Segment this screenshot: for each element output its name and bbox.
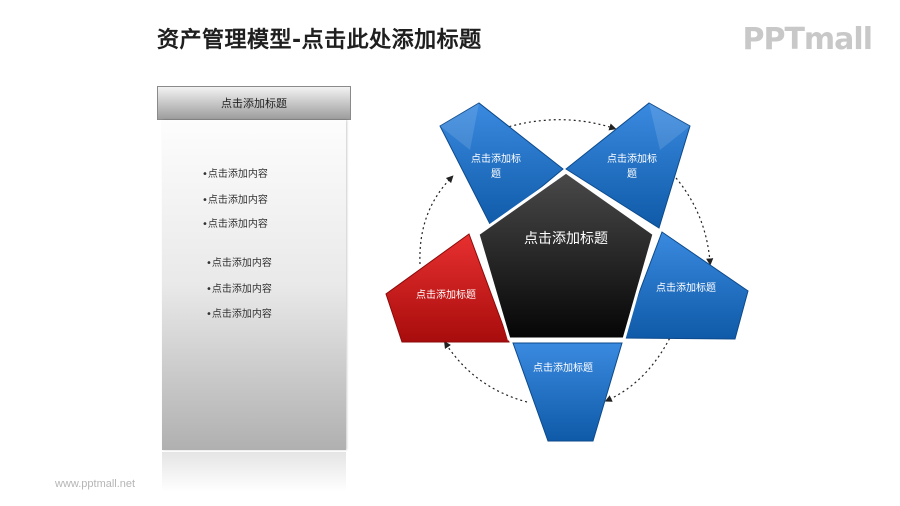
segment-top-right[interactable]	[565, 102, 691, 229]
brand-logo: PPTmall	[742, 22, 873, 57]
segment-top-right-label-line2: 题	[627, 168, 637, 180]
segment-bottom-label: 点击添加标题	[533, 361, 593, 374]
panel-bullet-4[interactable]: •点击添加内容	[206, 258, 272, 269]
segment-top-left[interactable]	[439, 102, 564, 229]
panel-reflection	[162, 452, 346, 492]
panel-bullet-2[interactable]: •点击添加内容	[202, 195, 268, 206]
panel-bullet-6[interactable]: •点击添加内容	[206, 309, 272, 320]
center-pentagon[interactable]	[476, 170, 656, 341]
footer-url: www.pptmall.net	[55, 478, 136, 490]
segment-bottom[interactable]	[512, 342, 623, 442]
panel-bullet-5[interactable]: •点击添加内容	[206, 284, 272, 295]
segment-left-label: 点击添加标题	[416, 288, 476, 301]
panel-bullet-1[interactable]: •点击添加内容	[202, 169, 268, 180]
segment-top-left-label-line1: 点击添加标	[471, 152, 521, 165]
panel-body	[162, 120, 346, 450]
panel-bullet-3[interactable]: •点击添加内容	[202, 219, 268, 230]
page-title: 资产管理模型-点击此处添加标题	[157, 28, 482, 53]
cycle-arrow-top	[494, 119, 617, 132]
center-label: 点击添加标题	[524, 231, 608, 247]
segment-right-label: 点击添加标题	[656, 281, 716, 294]
segment-left[interactable]	[385, 233, 510, 343]
cycle-arrow-left	[419, 175, 454, 265]
segment-top-right-label-line1: 点击添加标	[607, 152, 657, 165]
cycle-arrow-right	[675, 177, 714, 266]
panel-header[interactable]: 点击添加标题	[157, 86, 351, 120]
cycle-arrow-bottom-left	[444, 340, 528, 403]
segment-top-left-label-line2: 题	[491, 168, 501, 180]
